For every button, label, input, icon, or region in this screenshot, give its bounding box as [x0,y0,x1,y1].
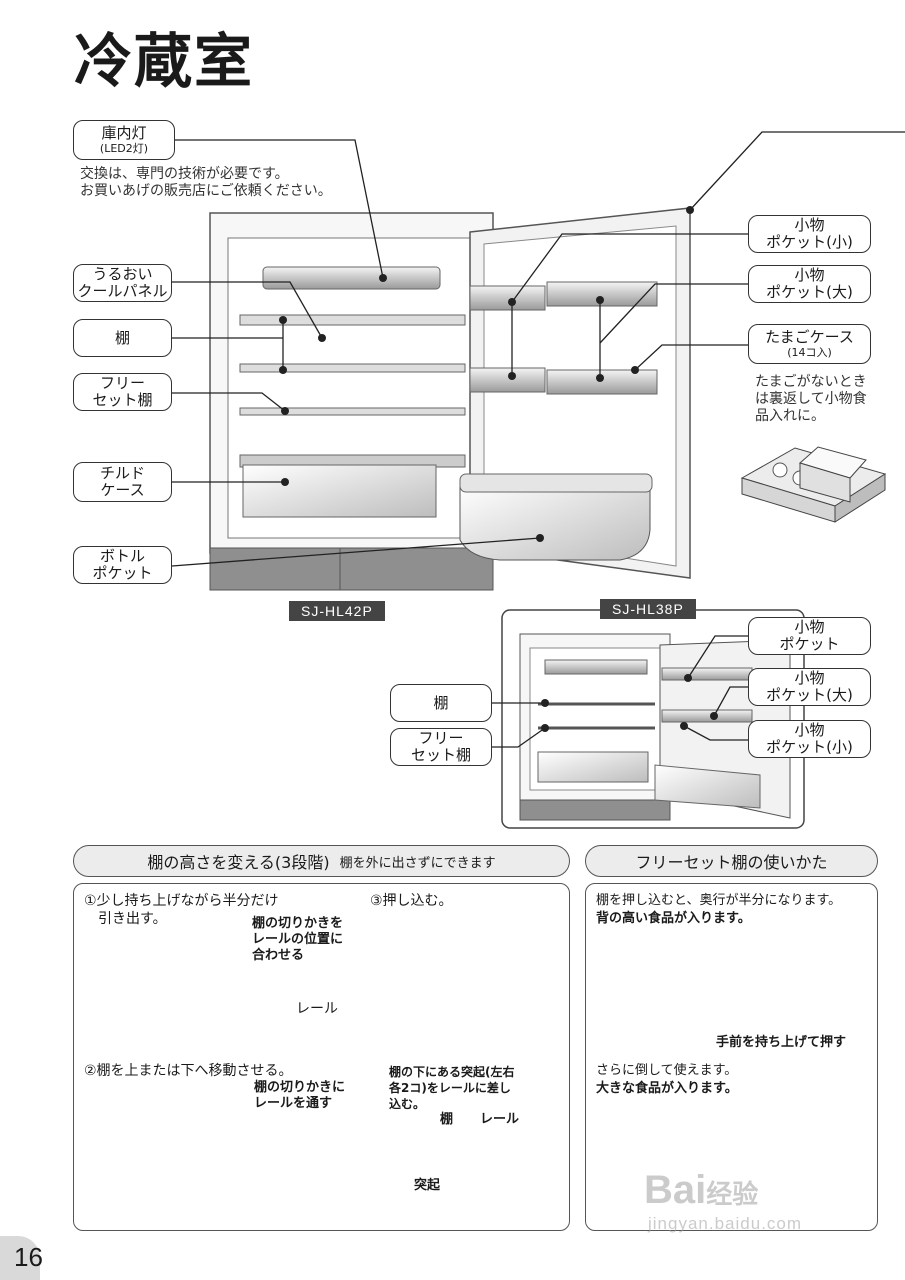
label-egg-case-sub: (14コ入) [787,346,832,359]
step3-text: ③押し込む。 [370,893,453,909]
sub-label-pocket-large: 小物 ポケット(大) [748,668,871,706]
watermark-brand: Bai经验 [644,1168,758,1213]
section-shelf-height-panel [73,883,570,1231]
label-free-shelf: フリー セット棚 [73,373,172,411]
label-bottle-pocket: ボトル ポケット [73,546,172,584]
page-title: 冷蔵室 [74,27,255,95]
leader-lines [171,131,905,748]
label-lamp-sub: (LED2灯) [99,142,149,155]
page-number: 16 [0,1236,43,1280]
free-shelf-text2-bold: 大きな食品が入ります。 [596,1081,738,1096]
fridge-body-main [209,212,494,591]
free-shelf-text1-bold: 背の高い食品が入ります。 [596,911,751,926]
section-free-shelf-heading: フリーセット棚の使いかた [585,845,878,877]
step1-text: ①少し持ち上げながら半分だけ 引き出す。 [84,893,279,927]
watermark-brand-text: Bai [644,1168,707,1212]
label-cool-panel: うるおい クールパネル [73,264,172,302]
rail-detail-shelf: 棚 [440,1112,454,1127]
sub-label-free-shelf: フリー セット棚 [390,728,492,766]
sub-label-shelf: 棚 [390,684,492,722]
label-egg-case: たまごケース (14コ入) [748,324,871,364]
sub-label-pocket-small: 小物 ポケット(小) [748,720,871,758]
leader-dots [279,206,718,732]
sub-label-pocket: 小物 ポケット [748,617,871,655]
step1-callout: 棚の切りかきを レールの位置に 合わせる [252,916,344,963]
label-pocket-small: 小物 ポケット(小) [748,215,871,253]
rail-detail-rail: レール [480,1112,520,1127]
section-free-shelf-panel [585,883,878,1231]
rail-detail-bump: 突起 [414,1178,441,1193]
label-pocket-large: 小物 ポケット(大) [748,265,871,303]
model-tag-sub: SJ-HL38P [600,599,696,619]
label-lamp: 庫内灯 (LED2灯) [73,120,175,160]
label-shelf: 棚 [73,319,172,357]
step2-text: ②棚を上または下へ移動させる。 [84,1063,293,1079]
free-shelf-text1: 棚を押し込むと、奥行が半分になります。 [596,893,842,908]
section-shelf-height-subtitle: 棚を外に出さずにできます [339,855,496,871]
egg-note: たまごがないとき は裏返して小物食 品入れに。 [755,374,867,424]
label-chilled-case: チルド ケース [73,462,172,502]
label-egg-case-text: たまごケース [765,328,854,346]
rail-label: レール [296,1001,338,1017]
egg-case-illustration [740,446,887,523]
section-free-shelf-title: フリーセット棚の使いかた [635,853,828,872]
free-shelf-text2: さらに倒して使えます。 [596,1063,738,1078]
section-shelf-height-title: 棚の高さを変える(3段階) [147,853,330,872]
watermark-url: jingyan.baidu.com [648,1214,803,1233]
step2-callout: 棚の切りかきに レールを通す [254,1080,346,1111]
section-shelf-height-heading: 棚の高さを変える(3段階) 棚を外に出さずにできます [73,845,570,877]
free-shelf-caption: 手前を持ち上げて押す [716,1035,847,1050]
rail-detail-note: 棚の下にある突起(左右 各2コ)をレールに差し 込む。 [389,1065,515,1111]
label-lamp-text: 庫内灯 [101,124,147,142]
model-tag-main: SJ-HL42P [289,601,385,621]
lamp-note: 交換は、専門の技術が必要です。 お買いあげの販売店にご依頼ください。 [80,166,332,199]
watermark-brand-text2: 经验 [706,1179,759,1209]
fridge-door-main [459,207,691,579]
